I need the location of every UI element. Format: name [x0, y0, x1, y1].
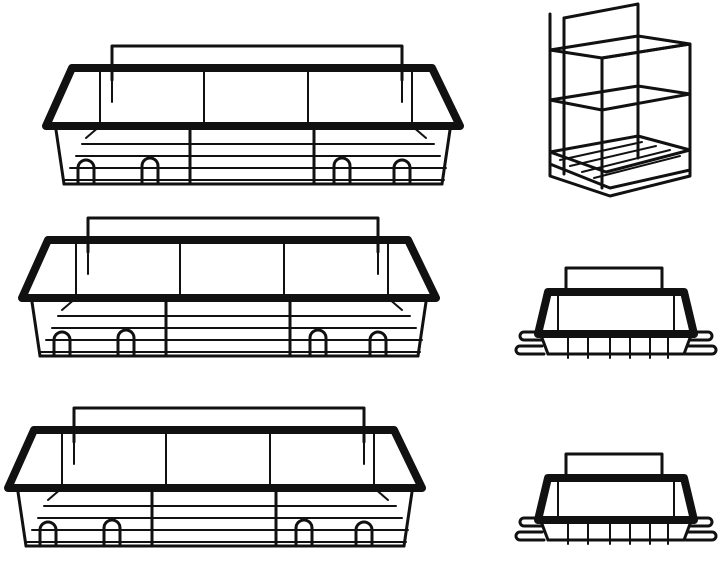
small-basket-2 [516, 454, 716, 544]
upright-caddy-basket [548, 2, 692, 198]
large-basket-2 [22, 218, 436, 356]
small-basket-1 [516, 268, 716, 358]
large-basket-1 [46, 46, 460, 184]
large-basket-3 [8, 408, 422, 546]
